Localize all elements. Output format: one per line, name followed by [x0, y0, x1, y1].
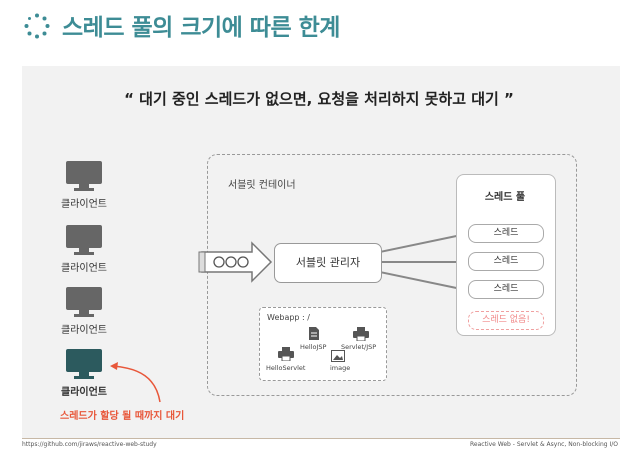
client-label-waiting: 클라이언트 [61, 387, 107, 398]
printer-icon [278, 347, 294, 361]
webapp-label: Webapp : / [267, 313, 310, 322]
monitor-icon [66, 225, 102, 255]
file-label: Servlet/JSP [341, 343, 377, 351]
subtitle-quote: “ 대기 중인 스레드가 없으면, 요청을 처리하지 못하고 대기 ” [124, 90, 514, 108]
thread-empty: 스레드 없음! [468, 311, 544, 330]
footer-caption: Reactive Web - Servlet & Async, Non-bloc… [470, 441, 618, 448]
client-label: 클라이언트 [61, 325, 107, 336]
servlet-container [207, 154, 577, 396]
image-icon [331, 350, 345, 362]
footer-divider [22, 438, 620, 439]
file-label: image [330, 364, 351, 372]
thread-pool-title: 스레드 풀 [484, 192, 526, 203]
printer-icon [353, 327, 369, 341]
monitor-icon [66, 161, 102, 191]
wait-note: 스레드가 할당 될 때까지 대기 [60, 411, 185, 422]
container-label: 서블릿 컨테이너 [228, 180, 296, 191]
footer-link[interactable]: https://github.com/jiraws/reactive-web-s… [22, 441, 157, 448]
client-label: 클라이언트 [61, 263, 107, 274]
thread-item: 스레드 [468, 252, 544, 271]
file-label: HelloJSP [300, 343, 327, 351]
webapp-box [259, 307, 387, 381]
spinner-icon [24, 13, 50, 39]
file-label: HelloServlet [266, 364, 306, 372]
monitor-icon [66, 287, 102, 317]
request-queue-arrow [198, 241, 273, 283]
servlet-manager: 서블릿 관리자 [274, 243, 382, 283]
client-label: 클라이언트 [61, 199, 107, 210]
document-icon [309, 327, 319, 340]
thread-item: 스레드 [468, 224, 544, 243]
thread-item: 스레드 [468, 280, 544, 299]
monitor-icon-waiting [66, 349, 102, 379]
page-title: 스레드 풀의 크기에 따른 한계 [62, 15, 340, 41]
